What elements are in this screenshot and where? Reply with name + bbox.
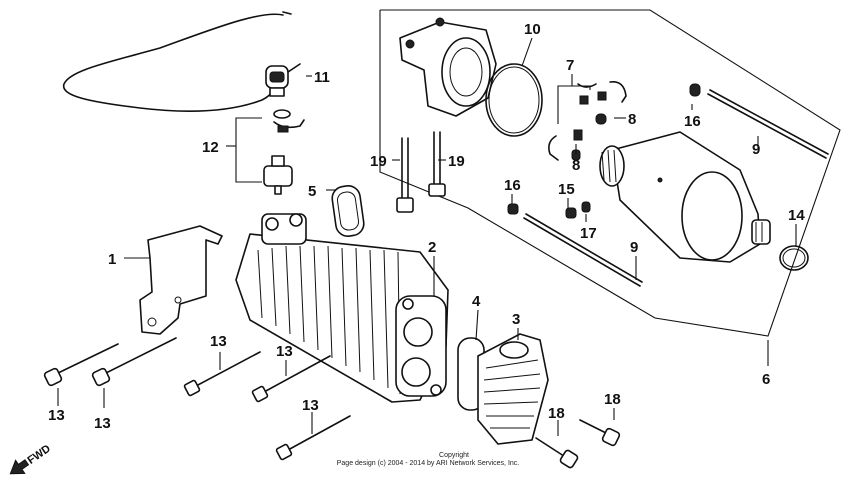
callout-16b: 16 bbox=[504, 177, 521, 194]
callout-6: 6 bbox=[762, 371, 770, 388]
through-bolts-9 bbox=[523, 89, 829, 287]
o-ring-14 bbox=[779, 245, 809, 271]
fwd-label: FWD bbox=[25, 443, 52, 467]
callout-8a: 8 bbox=[628, 111, 636, 128]
starter-end-housing bbox=[399, 17, 497, 117]
copyright-line-2: Page design (c) 2004 - 2014 by ARI Netwo… bbox=[337, 460, 520, 467]
copyright-line-1: Copyright bbox=[439, 452, 469, 459]
callout-labels: 1 2 3 4 5 6 7 8 8 9 9 10 11 12 13 13 13 … bbox=[48, 21, 805, 432]
callout-18a: 18 bbox=[548, 405, 565, 422]
callout-18b: 18 bbox=[604, 391, 621, 408]
bolts-18 bbox=[535, 419, 621, 469]
callout-13d: 13 bbox=[276, 343, 293, 360]
callout-13a: 13 bbox=[48, 407, 65, 424]
sensor-switch bbox=[265, 63, 301, 97]
callout-13b: 13 bbox=[94, 415, 111, 432]
callout-14: 14 bbox=[788, 207, 805, 224]
callout-4: 4 bbox=[472, 293, 481, 310]
starter-group-outline bbox=[379, 9, 841, 337]
starter-motor bbox=[599, 131, 771, 263]
brush-set bbox=[548, 80, 627, 161]
callout-19b: 19 bbox=[448, 153, 465, 170]
small-fasteners bbox=[507, 83, 701, 219]
callout-5: 5 bbox=[308, 183, 316, 200]
callout-17: 17 bbox=[580, 225, 597, 242]
callout-19a: 19 bbox=[370, 153, 387, 170]
callout-16a: 16 bbox=[684, 113, 701, 130]
housing-cover bbox=[477, 333, 549, 445]
callout-10: 10 bbox=[524, 21, 541, 38]
bolts-19 bbox=[396, 131, 446, 213]
copyright-notice: Copyright Page design (c) 2004 - 2014 by… bbox=[337, 452, 520, 467]
mounting-bracket bbox=[139, 225, 223, 335]
gasket-5 bbox=[331, 185, 365, 237]
forward-arrow: FWD bbox=[9, 443, 53, 475]
callout-9a: 9 bbox=[752, 141, 760, 158]
bolts-13 bbox=[43, 337, 351, 461]
oil-switch-parts bbox=[263, 109, 305, 195]
callout-1: 1 bbox=[108, 251, 116, 268]
sensor-wire bbox=[63, 11, 292, 113]
o-ring-10 bbox=[485, 63, 543, 137]
callout-7: 7 bbox=[566, 57, 574, 74]
callout-13c: 13 bbox=[210, 333, 227, 350]
callout-3: 3 bbox=[512, 311, 520, 328]
callout-2: 2 bbox=[428, 239, 436, 256]
callout-9b: 9 bbox=[630, 239, 638, 256]
callout-12: 12 bbox=[202, 139, 219, 156]
finned-housing bbox=[235, 213, 449, 403]
callout-15: 15 bbox=[558, 181, 575, 198]
leader-lines bbox=[57, 37, 797, 436]
callout-11: 11 bbox=[314, 69, 330, 86]
callout-13e: 13 bbox=[302, 397, 319, 414]
callout-8b: 8 bbox=[572, 157, 580, 174]
